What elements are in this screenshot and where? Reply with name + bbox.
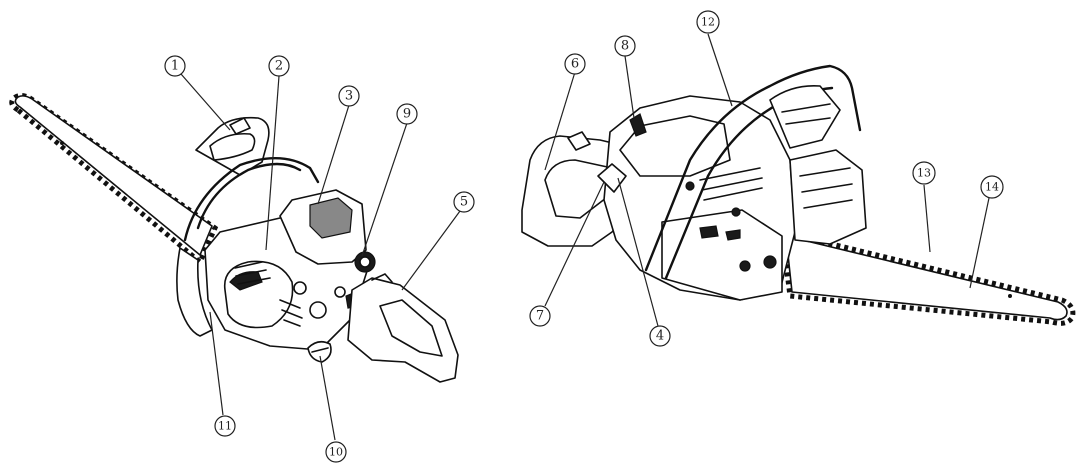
svg-text:13: 13 <box>917 167 931 180</box>
callout-9: 9 <box>396 103 418 125</box>
left-front-handle <box>176 156 320 337</box>
callout-4: 4 <box>649 325 671 347</box>
callout-leaders <box>180 33 990 441</box>
callout-2: 2 <box>268 55 290 77</box>
callout-11: 11 <box>214 415 236 437</box>
callout-12: 12 <box>696 10 720 34</box>
left-guide-bar <box>9 93 219 267</box>
svg-text:4: 4 <box>656 329 664 344</box>
svg-text:12: 12 <box>701 16 715 29</box>
svg-text:10: 10 <box>329 446 343 459</box>
svg-text:2: 2 <box>275 59 283 74</box>
svg-text:6: 6 <box>571 57 579 72</box>
left-rear-handle <box>347 273 459 383</box>
callout-5: 5 <box>453 191 475 213</box>
svg-text:7: 7 <box>536 309 544 324</box>
right-front-handle <box>644 64 862 280</box>
callout-6: 6 <box>564 53 586 75</box>
callout-13: 13 <box>912 161 936 185</box>
svg-text:3: 3 <box>345 89 353 104</box>
svg-text:14: 14 <box>985 181 999 194</box>
svg-text:9: 9 <box>403 107 411 122</box>
svg-text:11: 11 <box>218 420 232 433</box>
left-engine-body <box>204 189 376 363</box>
callout-10: 10 <box>325 441 347 463</box>
callout-14: 14 <box>980 175 1004 199</box>
svg-text:1: 1 <box>171 59 179 74</box>
svg-text:8: 8 <box>621 39 629 54</box>
callout-8: 8 <box>614 35 636 57</box>
callout-3: 3 <box>338 85 360 107</box>
left-chainsaw <box>9 93 459 383</box>
callout-7: 7 <box>529 305 551 327</box>
callout-1: 1 <box>164 55 186 77</box>
right-guide-bar <box>779 228 1076 326</box>
svg-text:5: 5 <box>460 195 468 210</box>
right-chainsaw <box>521 64 1076 326</box>
